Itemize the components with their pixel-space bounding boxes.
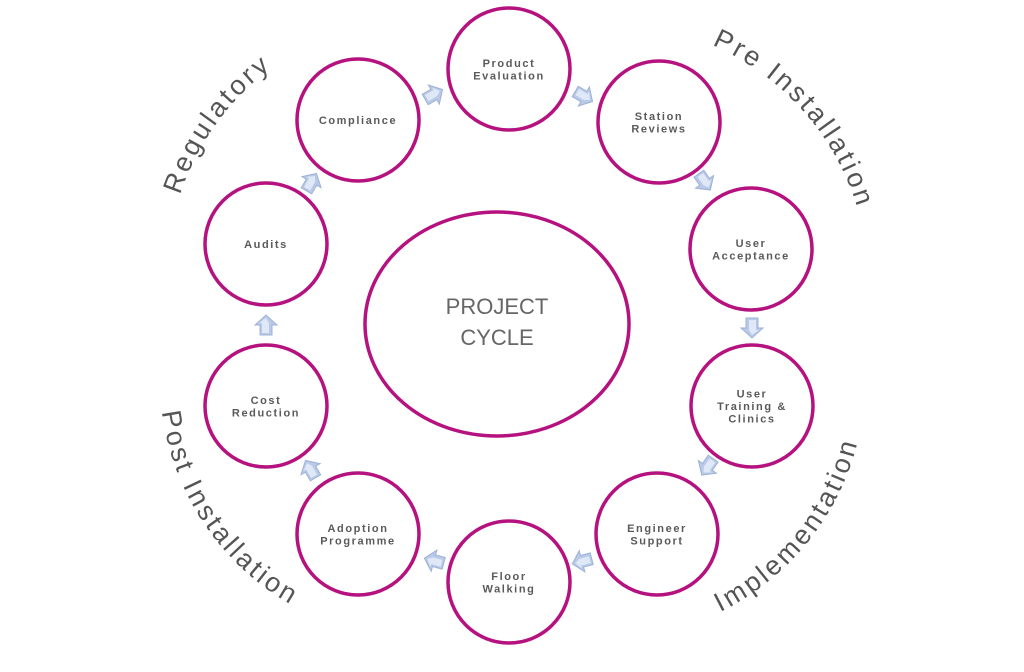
phase-label-pre-installation-path: Pre Installation: [709, 23, 877, 211]
node-compliance: Compliance: [295, 57, 421, 183]
node-label-line: Walking: [483, 583, 536, 595]
cycle-arrow-icon: [423, 548, 446, 573]
phase-label-regulatory: Regulatory: [157, 48, 276, 197]
node-label-line: Clinics: [728, 414, 775, 426]
node-ring: [689, 343, 815, 469]
arrow-highlight: [303, 463, 318, 479]
arrow-highlight: [424, 87, 440, 102]
cycle-arrow-icon: [253, 314, 279, 336]
cycle-nodes: ProductEvaluationStationReviewsUserAccep…: [203, 6, 815, 645]
cycle-arrow-icon: [739, 317, 765, 339]
center-node: PROJECT CYCLE: [363, 210, 631, 438]
node-label-line: Floor: [491, 571, 527, 583]
arrow-highlight: [703, 458, 716, 473]
cycle-arrow-icon: [300, 459, 322, 482]
node-ring: [688, 186, 814, 312]
arrow-highlight: [575, 89, 590, 101]
node-ring: [295, 471, 421, 597]
node-label-line: Programme: [320, 535, 396, 547]
cycle-arrow-icon: [571, 85, 594, 107]
node-label-line: Acceptance: [712, 250, 790, 262]
phase-label-pre-installation: Pre Installation: [709, 23, 880, 211]
node-ring: [446, 6, 572, 132]
node-label-line: Support: [630, 535, 683, 547]
node-label-line: Reviews: [631, 123, 686, 135]
arrow-highlight: [259, 318, 269, 333]
node-ring: [203, 181, 329, 307]
cycle-arrow-icon: [571, 549, 594, 574]
center-ring: [363, 210, 631, 438]
arrow-highlight: [749, 320, 759, 335]
cycle-arrow-icon: [421, 84, 444, 106]
node-ring: [446, 519, 572, 645]
cycle-arrows: [253, 84, 765, 574]
cycle-arrow-icon: [697, 454, 719, 476]
node-label-line: Product: [483, 58, 536, 70]
arrow-highlight: [304, 176, 316, 191]
node-label-line: User: [736, 238, 767, 250]
node-label-line: Reduction: [232, 407, 300, 419]
cycle-arrow-icon: [300, 172, 322, 195]
phase-label-regulatory-path: Regulatory: [157, 48, 273, 197]
node-label-line: Adoption: [327, 523, 388, 535]
center-title-line-2: CYCLE: [460, 325, 533, 350]
node-label-line: Audits: [244, 239, 288, 251]
node-label-line: Evaluation: [473, 70, 545, 82]
cycle-arrow-icon: [693, 169, 715, 191]
node-audits: Audits: [203, 181, 329, 307]
node-label-line: Compliance: [319, 115, 397, 127]
node-label-line: Engineer: [627, 523, 687, 535]
node-ring: [596, 59, 722, 185]
node-ring: [594, 471, 720, 597]
node-label-line: Cost: [251, 395, 282, 407]
arrow-highlight: [697, 172, 712, 188]
center-title-line-1: PROJECT: [446, 294, 549, 319]
node-ring: [203, 343, 329, 469]
node-ring: [295, 57, 421, 183]
node-label-line: User: [737, 389, 768, 401]
arrow-highlight: [427, 557, 443, 567]
node-label-line: Training &: [717, 401, 787, 413]
arrow-highlight: [575, 556, 591, 569]
node-label-line: Station: [635, 111, 683, 123]
